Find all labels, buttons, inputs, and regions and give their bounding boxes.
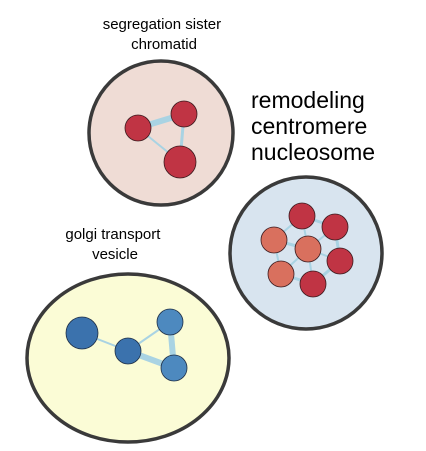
node-r4 xyxy=(294,235,322,263)
node-r2 xyxy=(321,213,349,241)
cluster-segregation-boundary xyxy=(87,59,235,207)
node-g2 xyxy=(114,337,142,365)
node-r6 xyxy=(267,260,295,288)
node-r5 xyxy=(326,247,354,275)
cluster-remodeling-label-line-3: nucleosome xyxy=(251,139,375,165)
node-g1 xyxy=(65,316,99,350)
cluster-golgi-label-line-2: vesicle xyxy=(92,246,138,263)
node-s1 xyxy=(124,114,152,142)
cluster-remodeling-label: remodeling centromere nucleosome xyxy=(251,87,375,165)
cluster-segregation-label-line-2: chromatid xyxy=(131,36,197,53)
cluster-golgi: golgi transport vesicle xyxy=(25,226,231,444)
cluster-golgi-label-line-1: golgi transport xyxy=(65,226,161,243)
cluster-remodeling-label-line-2: centromere xyxy=(251,113,367,139)
node-s2 xyxy=(170,100,198,128)
node-s3 xyxy=(163,145,197,179)
node-r7 xyxy=(299,270,327,298)
node-g3 xyxy=(156,308,184,336)
node-r3 xyxy=(260,226,288,254)
node-g4 xyxy=(160,354,188,382)
node-r1 xyxy=(288,202,316,230)
cluster-segregation-label-line-1: segregation sister xyxy=(103,16,221,33)
cluster-golgi-label: golgi transport vesicle xyxy=(65,226,164,263)
cluster-remodeling-label-line-1: remodeling xyxy=(251,87,365,113)
cluster-segregation-label: segregation sister chromatid xyxy=(103,16,226,53)
cluster-segregation: segregation sister chromatid xyxy=(87,16,235,207)
cluster-remodeling: remodeling centromere nucleosome xyxy=(228,87,384,331)
